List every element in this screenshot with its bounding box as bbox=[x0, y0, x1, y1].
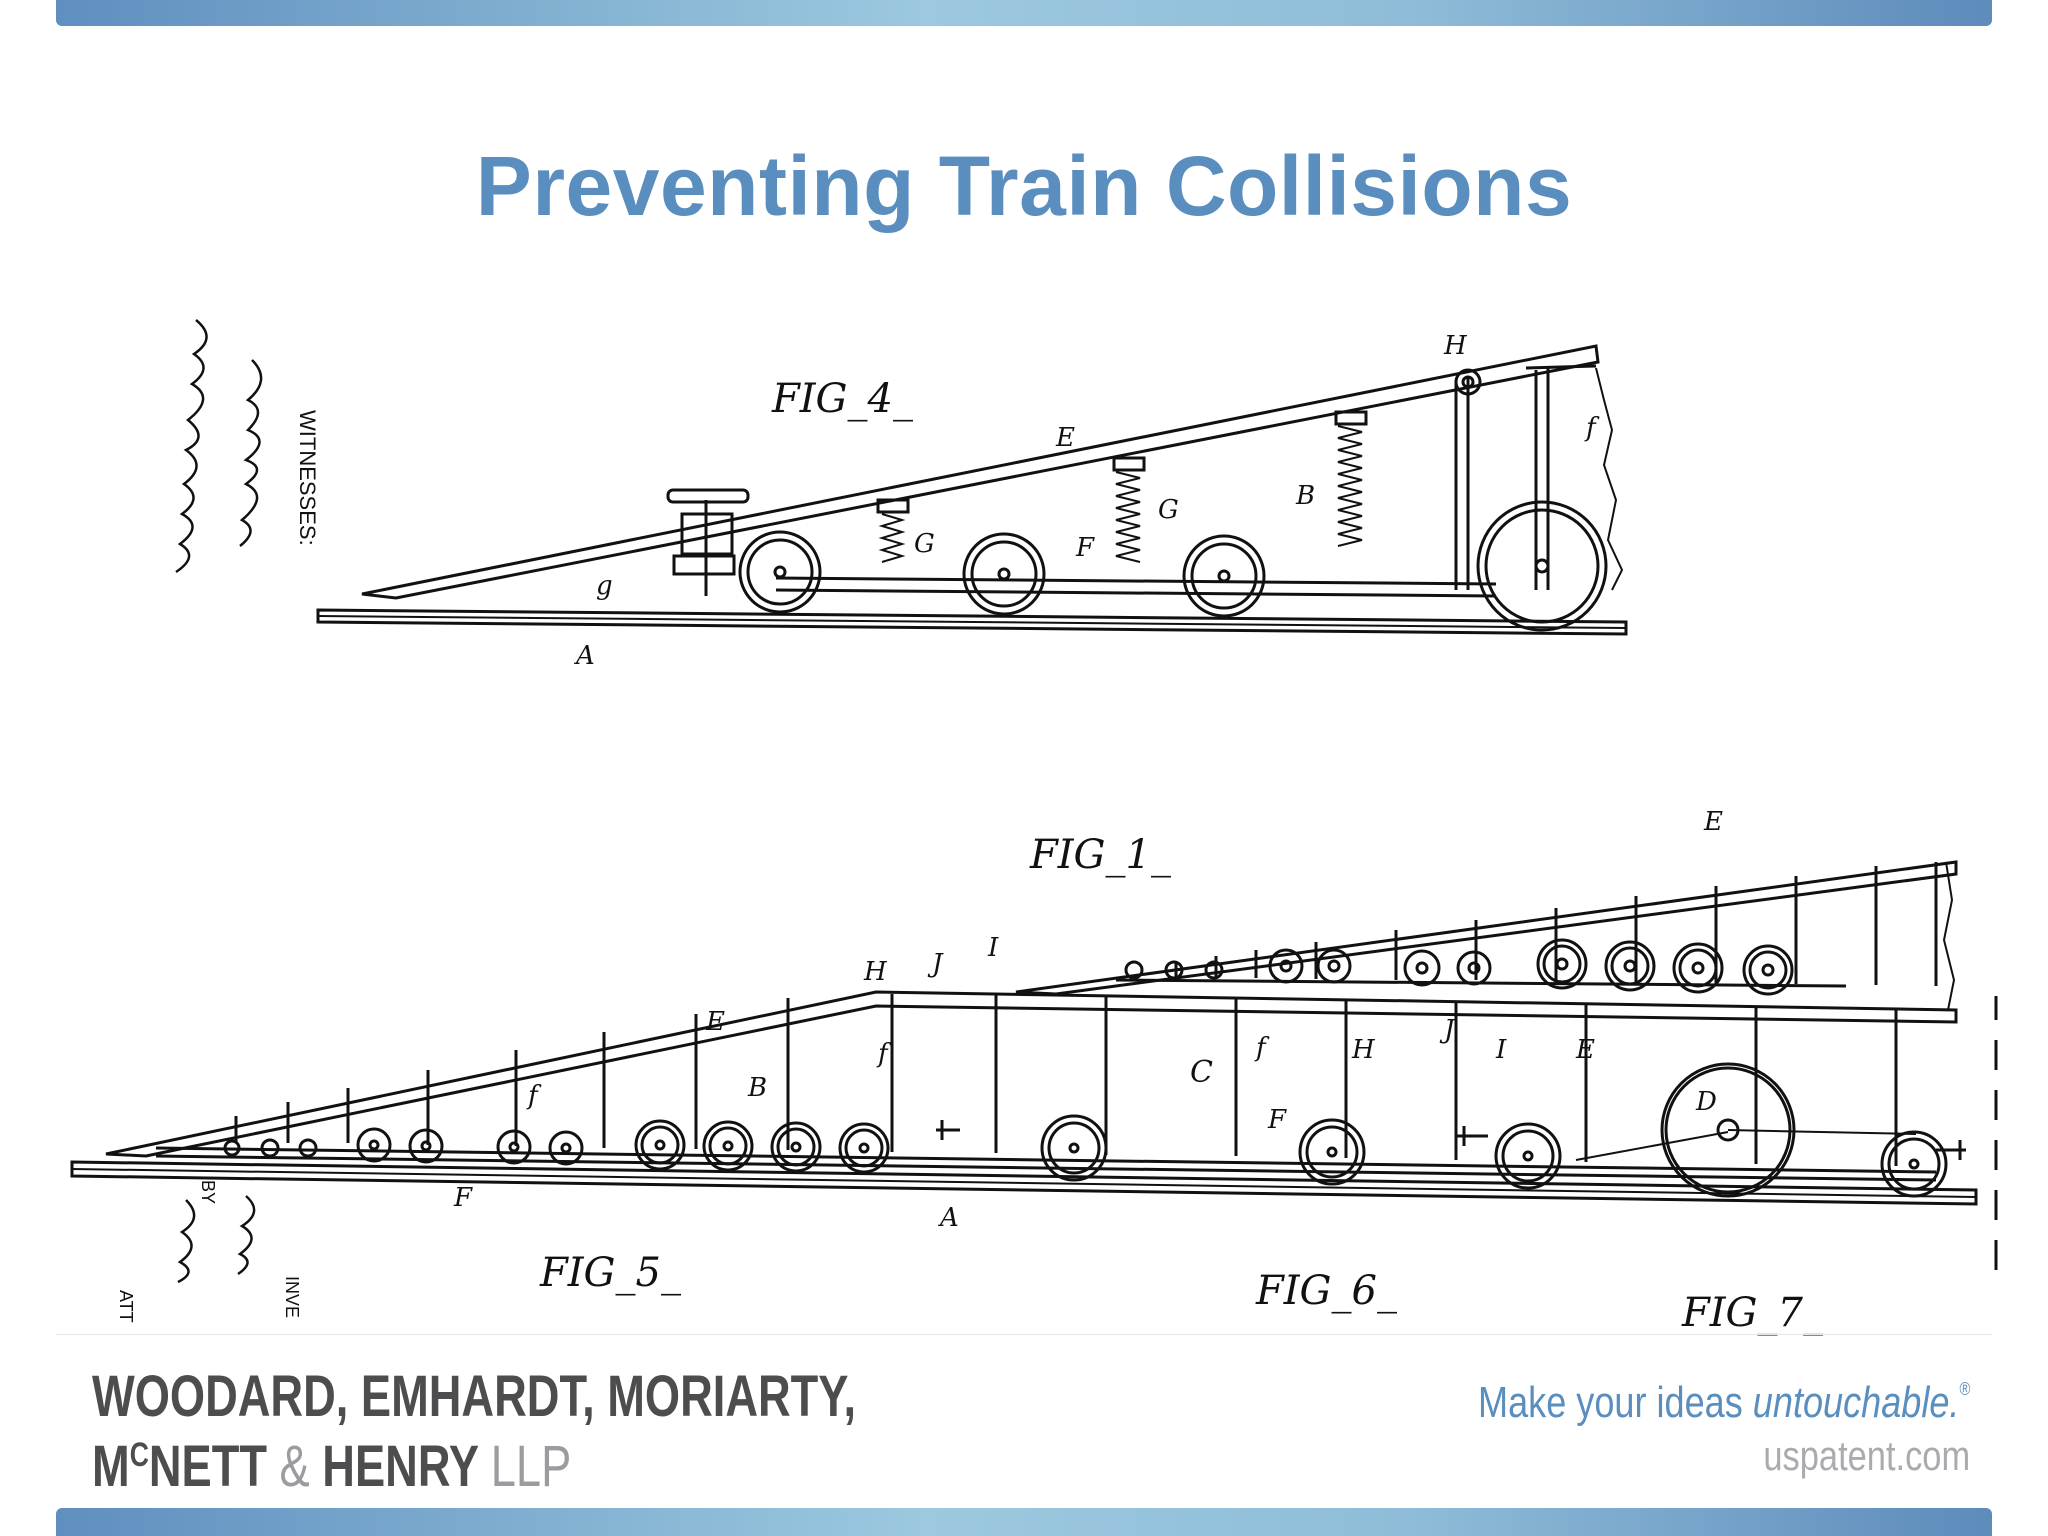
firm-name-line2: MCNETT & HENRY LLP bbox=[92, 1426, 856, 1496]
fig1-illustration bbox=[70, 860, 1978, 1206]
ref-label-j: J bbox=[927, 949, 944, 979]
fig7-label: FIG_7_ bbox=[1681, 1290, 1823, 1336]
website-link[interactable]: uspatent.com bbox=[1763, 1432, 1970, 1479]
ref-label-e3: E bbox=[1575, 1035, 1595, 1065]
inventor-label: INVE bbox=[282, 1276, 302, 1318]
ref-label-a: A bbox=[574, 641, 595, 671]
witness-signatures bbox=[175, 319, 263, 1284]
ref-label-i: I bbox=[987, 933, 999, 963]
ref-label-b: B bbox=[1295, 481, 1315, 511]
ref-label-f3: f bbox=[1254, 1033, 1270, 1063]
footer-divider bbox=[56, 1334, 1992, 1335]
ref-label-f-cap: F bbox=[1075, 533, 1095, 563]
patent-drawing: FIG_4_ FIG_1_ FIG_5_ FIG_6_ FIG_7_ E B f… bbox=[56, 250, 2006, 1336]
bottom-accent-bar bbox=[56, 1508, 1992, 1536]
tagline-emphasis: untouchable. bbox=[1752, 1378, 1960, 1427]
ref-label-e: E bbox=[1055, 423, 1075, 453]
top-accent-bar bbox=[56, 0, 1992, 26]
firm-mc-sup: C bbox=[129, 1436, 149, 1474]
firm-henry: HENRY bbox=[322, 1434, 479, 1499]
ref-label-a2: A bbox=[938, 1203, 959, 1233]
tagline-start: Make your ideas bbox=[1477, 1378, 1753, 1427]
ref-label-f4: f bbox=[876, 1039, 892, 1069]
firm-ampersand: & bbox=[279, 1434, 310, 1499]
ref-label-h: H bbox=[1443, 331, 1468, 361]
fig5-label: FIG_5_ bbox=[539, 1250, 681, 1296]
ref-label-g2: G bbox=[1158, 495, 1179, 525]
ref-label-h2: H bbox=[863, 957, 888, 987]
firm-mc: M bbox=[92, 1434, 130, 1499]
fig4-label: FIG_4_ bbox=[771, 376, 913, 422]
ref-label-g: G bbox=[914, 529, 935, 559]
registered-mark: ® bbox=[1959, 1379, 1970, 1399]
ref-label-f-cap2: F bbox=[1267, 1105, 1287, 1135]
attorney-label: ATT bbox=[116, 1290, 136, 1323]
firm-nett: NETT bbox=[148, 1434, 267, 1499]
ref-label-i2: I bbox=[1495, 1035, 1507, 1065]
ref-label-c: C bbox=[1190, 1055, 1213, 1090]
firm-logo: WOODARD, EMHARDT, MORIARTY, MCNETT & HEN… bbox=[92, 1368, 856, 1496]
ref-label-e2: E bbox=[705, 1007, 725, 1037]
tagline: Make your ideas untouchable.® bbox=[1478, 1378, 1970, 1428]
patent-drawing-svg: FIG_4_ FIG_1_ FIG_5_ FIG_6_ FIG_7_ E B f… bbox=[70, 319, 1998, 1336]
ref-label-f-cap3: F bbox=[453, 1183, 473, 1213]
witnesses-label: WITNESSES: bbox=[295, 410, 320, 546]
ref-label-g-small: g bbox=[596, 571, 613, 601]
fig4-illustration bbox=[316, 344, 1628, 636]
ref-label-d: D bbox=[1695, 1087, 1717, 1117]
fig6-label: FIG_6_ bbox=[1255, 1268, 1397, 1314]
firm-llp: LLP bbox=[490, 1434, 572, 1499]
ref-label-j2: J bbox=[1439, 1015, 1456, 1045]
by-label: BY bbox=[198, 1180, 218, 1204]
firm-name-line1: WOODARD, EMHARDT, MORIARTY, bbox=[92, 1364, 857, 1429]
fig1-label: FIG_1_ bbox=[1029, 832, 1171, 878]
ref-label-e4: E bbox=[1703, 807, 1723, 837]
ref-label-f: f bbox=[1584, 413, 1600, 443]
ref-label-f5: f bbox=[526, 1081, 542, 1111]
ref-label-b2: B bbox=[747, 1073, 767, 1103]
ref-label-h3: H bbox=[1351, 1035, 1376, 1065]
slide-title: Preventing Train Collisions bbox=[475, 139, 1573, 233]
